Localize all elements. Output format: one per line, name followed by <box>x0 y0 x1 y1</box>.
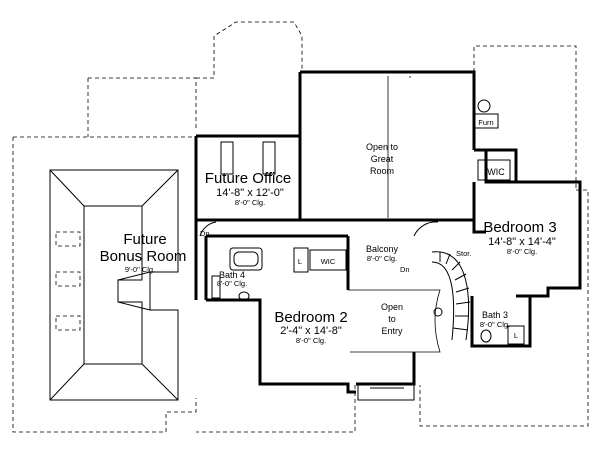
balcony-name: Balcony <box>366 244 399 254</box>
future-bonus-clg: 9'-0" Clg. <box>125 265 155 274</box>
bath4-name: Bath 4 <box>219 270 245 280</box>
bath4-clg: 8'-0" Clg. <box>217 279 247 288</box>
bedroom2-dims: 2'-4" x 14'-8" <box>280 325 342 337</box>
open-great-line1: Open to <box>366 142 398 152</box>
future-office-dims: 14'-8" x 12'-0" <box>216 187 284 199</box>
stor-label: Stor. <box>456 249 471 258</box>
label-bedroom-2: Bedroom 2 2'-4" x 14'-8" 8'-0" Clg. <box>274 309 347 345</box>
label-balcony: Balcony 8'-0" Clg. <box>366 244 399 263</box>
open-entry-line1: Open <box>381 302 403 312</box>
label-bedroom-3: Bedroom 3 14'-8" x 14'-4" 8'-0" Clg. <box>483 219 556 256</box>
furn-label: Furn <box>478 118 493 127</box>
open-great-line2: Great <box>371 154 394 164</box>
open-to-below <box>348 76 441 353</box>
future-bonus-name1: Future <box>123 231 166 248</box>
label-open-entry: Open to Entry <box>381 302 403 336</box>
label-open-great-room: Open to Great Room <box>366 142 398 176</box>
future-office-name: Future Office <box>205 170 291 187</box>
open-entry-line3: Entry <box>381 326 403 336</box>
linen-label-2: L <box>514 331 518 340</box>
open-entry-line2: to <box>388 314 396 324</box>
walls <box>194 70 582 401</box>
bedroom3-dims: 14'-8" x 14'-4" <box>488 236 556 248</box>
bedroom2-name: Bedroom 2 <box>274 309 347 326</box>
wic-bedroom2: WIC <box>321 257 336 266</box>
fixtures <box>199 99 525 345</box>
balcony-clg: 8'-0" Clg. <box>367 254 397 263</box>
bedroom2-clg: 8'-0" Clg. <box>296 336 326 345</box>
dn-label-office: Dn <box>200 229 210 238</box>
bedroom3-clg: 8'-0" Clg. <box>507 247 537 256</box>
wic-bedroom3: WIC <box>487 167 505 177</box>
bedroom3-name: Bedroom 3 <box>483 219 556 236</box>
label-future-bonus: Future Bonus Room 9'-0" Clg. <box>100 231 187 274</box>
small-labels: WIC WIC Furn Dn Dn Stor. L L <box>200 118 518 340</box>
label-bath-4: Bath 4 8'-0" Clg. <box>217 270 247 288</box>
linen-label-1: L <box>298 257 302 266</box>
spiral-stair <box>431 251 471 341</box>
open-great-line3: Room <box>370 166 394 176</box>
future-office-clg: 8'-0" Clg. <box>235 198 265 207</box>
label-future-office: Future Office 14'-8" x 12'-0" 8'-0" Clg. <box>205 170 291 207</box>
future-bonus-name2: Bonus Room <box>100 248 187 265</box>
bath3-name: Bath 3 <box>482 310 508 320</box>
bath3-clg: 8'-0" Clg. <box>480 320 510 329</box>
dn-label-stair: Dn <box>400 265 410 274</box>
bonus-room-roof <box>49 169 179 401</box>
label-bath-3: Bath 3 8'-0" Clg. <box>480 310 510 329</box>
